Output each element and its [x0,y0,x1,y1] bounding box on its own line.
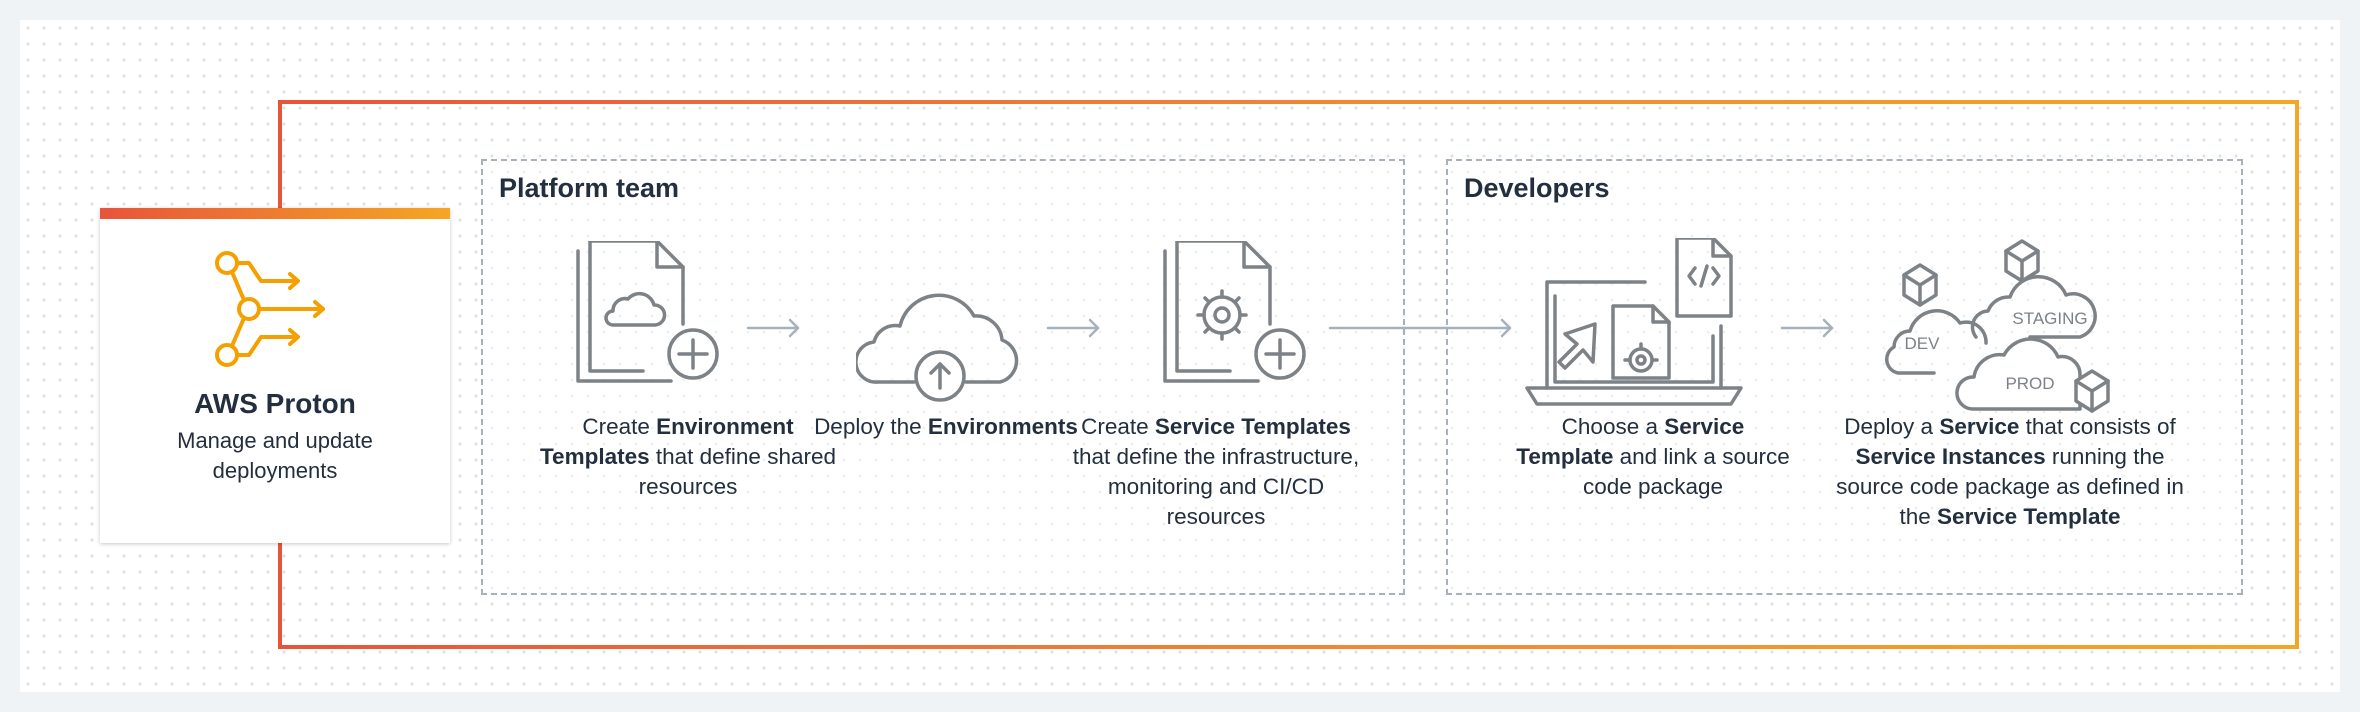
proton-branching-icon [215,251,325,367]
step-text-run: Create [582,414,657,439]
step-text-run: that consists of [2019,414,2176,439]
cloud-label-prod: PROD [2005,374,2054,393]
step-choose-service-template: Choose a Service Template and link a sou… [1513,412,1793,502]
service-instances-clouds-icon: DEV STAGING PROD [1885,239,2110,413]
diagram-canvas: AWS Proton Manage and update deployments… [20,20,2340,692]
environment-template-add-icon [576,241,719,383]
step-text-run: Choose a [1561,414,1665,439]
step-text-bold: Service Templates [1154,414,1351,439]
step-text-run: Deploy a [1844,414,1940,439]
proton-title: AWS Proton [194,388,356,419]
developers-title: Developers [1464,173,1610,203]
step-text-run: that define the infrastructure, monitori… [1072,444,1360,529]
cloud-label-dev: DEV [1905,334,1941,353]
step-create-environment-templates: Create Environment Templates that define… [538,412,838,502]
step-text-bold: Service Template [1937,504,2121,529]
arrow-right-icon [1046,318,1100,338]
step-text-run: that define shared resources [638,444,836,499]
step-text-run: running the source code package as defin… [1836,444,2184,529]
step-text-bold: Environments [927,414,1078,439]
step-text-run: Create [1081,414,1155,439]
card-accent-bar [100,208,450,219]
step-text-run: and link a source code package [1582,444,1790,499]
step-text-bold: Service Instances [1855,444,2046,469]
step-create-service-templates: Create Service Templates that define the… [1066,412,1366,532]
developers-group: Developers [1446,159,2243,595]
cloud-label-staging: STAGING [2012,309,2087,328]
step-deploy-service: Deploy a Service that consists of Servic… [1820,412,2200,532]
laptop-code-package-icon [1525,238,1743,406]
service-template-add-icon [1163,241,1306,383]
arrow-right-icon [1780,318,1834,338]
arrow-right-icon [746,318,800,338]
step-text-run: Deploy the [814,414,928,439]
aws-proton-card: AWS Proton Manage and update deployments [100,208,450,543]
cloud-upload-icon [856,293,1019,402]
step-text-bold: Service Template [1516,414,1745,469]
step-text-bold: Service [1939,414,2020,439]
step-text-bold: Environment Templates [539,414,794,469]
proton-subtitle: Manage and update deployments [177,428,373,483]
step-deploy-environments: Deploy the Environments [796,412,1096,442]
platform-team-title: Platform team [499,173,680,203]
arrow-right-long-icon [1328,318,1512,338]
